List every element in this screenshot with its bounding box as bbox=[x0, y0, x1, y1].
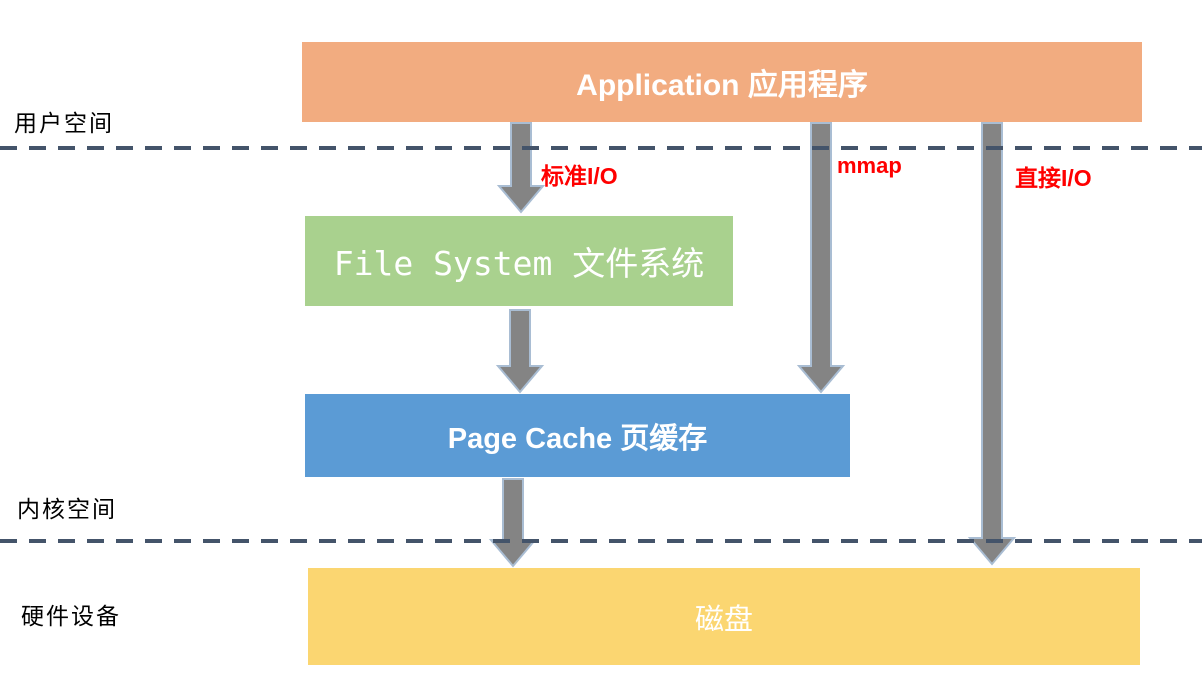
direct-io-label: 直接I/O bbox=[1015, 165, 1092, 191]
file-system-box: File System 文件系统 bbox=[305, 216, 733, 306]
pagecache-to-disk-arrow bbox=[488, 478, 538, 568]
file-system-box-label: File System 文件系统 bbox=[333, 244, 705, 283]
standard-io-label: 标准I/O bbox=[541, 163, 618, 189]
mmap-label: mmap bbox=[837, 153, 902, 178]
user-kernel-boundary-line bbox=[0, 146, 1202, 150]
direct-io-arrow bbox=[967, 122, 1017, 566]
user-space-label: 用户空间 bbox=[14, 111, 114, 136]
page-cache-box: Page Cache 页缓存 bbox=[305, 394, 850, 477]
kernel-hardware-boundary-line bbox=[0, 539, 1202, 543]
disk-box: 磁盘 bbox=[308, 568, 1140, 665]
application-box: Application 应用程序 bbox=[302, 42, 1142, 122]
disk-box-label: 磁盘 bbox=[694, 601, 753, 636]
standard-io-arrow bbox=[496, 122, 546, 214]
kernel-space-label: 内核空间 bbox=[17, 497, 117, 522]
page-cache-box-label: Page Cache 页缓存 bbox=[447, 422, 708, 455]
filesystem-to-pagecache-arrow bbox=[495, 309, 545, 394]
application-box-label: Application 应用程序 bbox=[576, 69, 868, 102]
hardware-label: 硬件设备 bbox=[21, 604, 121, 629]
